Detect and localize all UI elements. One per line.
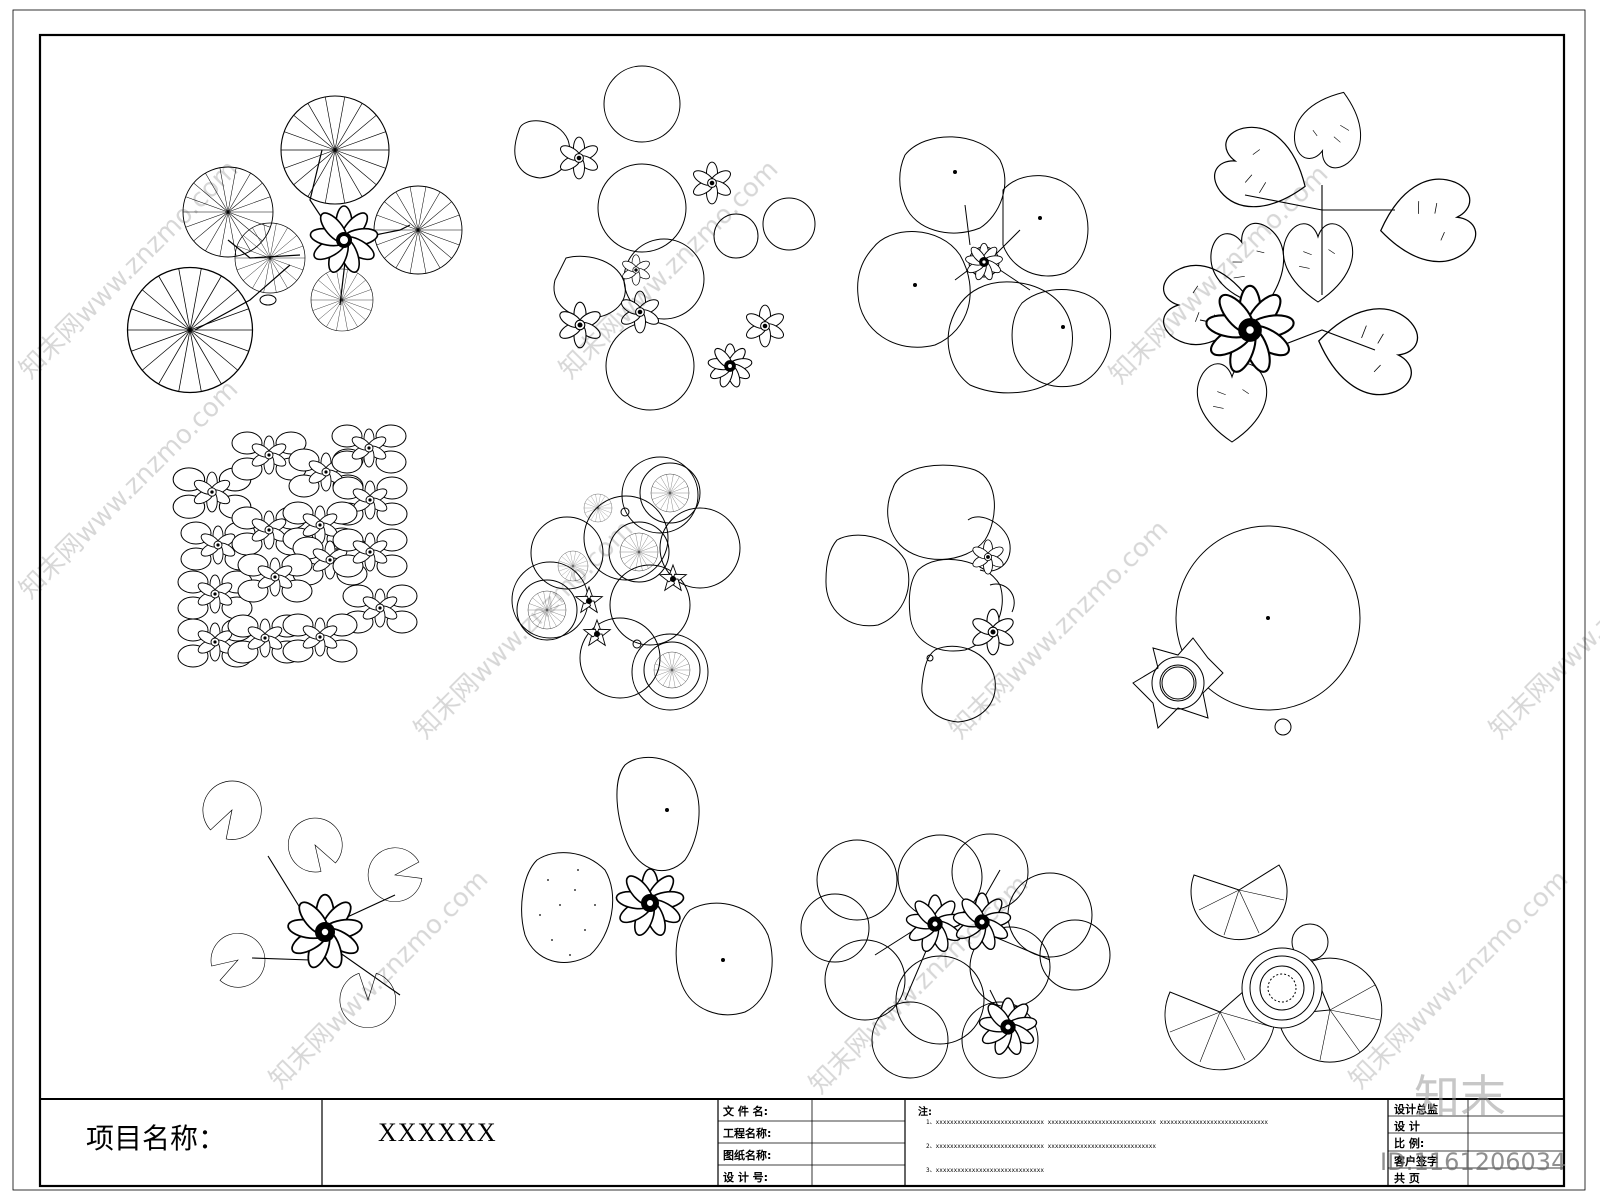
client-signature-label: 客户签字 (1394, 1155, 1438, 1168)
project-name-value: XXXXXX (378, 1118, 497, 1147)
plant-symbol-4 (1162, 80, 1481, 443)
scale-label: 比 例: (1394, 1137, 1425, 1150)
drawing-name-label: 图纸名称: (723, 1149, 772, 1162)
plant-symbol-2 (514, 65, 816, 411)
watermark-text-1: 知末网www.znzmo.com (14, 154, 245, 385)
plant-symbol-5 (173, 425, 417, 667)
watermark-text-2: 知末网www.znzmo.com (554, 154, 785, 385)
project-title-label: 工程名称: (723, 1127, 772, 1140)
watermark-text-7: 知末网www.znzmo.com (1484, 514, 1600, 745)
note-line-3: 3、xxxxxxxxxxxxxxxxxxxxxxxxxxxxxx (926, 1167, 1044, 1174)
page-count-label: 共 页 (1394, 1172, 1420, 1185)
title-block-lines (40, 1098, 1564, 1186)
file-name-label: 文 件 名: (723, 1105, 769, 1118)
plant-symbol-12 (1164, 864, 1383, 1071)
notes-title: 注: (918, 1107, 932, 1118)
project-name-label: 项目名称： (86, 1122, 227, 1155)
designer-label: 设 计 (1394, 1120, 1420, 1133)
plant-symbol-6 (511, 456, 741, 711)
plant-symbol-7 (825, 464, 1017, 723)
note-line-1: 1、xxxxxxxxxxxxxxxxxxxxxxxxxxxxxx xxxxxxx… (926, 1119, 1268, 1126)
plant-symbol-9 (191, 769, 431, 1039)
watermark-logo: 知末 (1414, 1070, 1506, 1124)
plant-symbol-1 (126, 95, 463, 394)
plant-symbol-3 (857, 136, 1112, 394)
plant-symbol-10 (521, 756, 773, 1016)
plant-symbol-11 (800, 833, 1111, 1079)
watermark-id: ID:1161206034 (1380, 1148, 1567, 1176)
design-director-label: 设计总监 (1394, 1103, 1438, 1116)
note-line-2: 2、xxxxxxxxxxxxxxxxxxxxxxxxxxxxxx xxxxxxx… (926, 1143, 1156, 1150)
design-number-label: 设 计 号: (723, 1171, 769, 1184)
watermark-text-8: 知末网www.znzmo.com (264, 864, 495, 1095)
plant-symbol-8 (1132, 525, 1361, 736)
